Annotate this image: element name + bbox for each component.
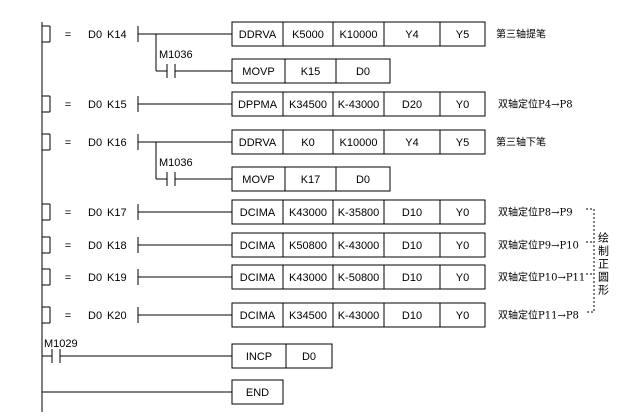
instruction-mnemonic: DCIMA: [240, 207, 276, 219]
instruction-operand: K0: [301, 137, 314, 149]
instruction-mnemonic: DCIMA: [240, 310, 276, 322]
instruction-operand: Y0: [456, 240, 469, 252]
instruction-cell: [439, 129, 486, 155]
instruction-operand: D20: [402, 99, 422, 111]
instruction-operand: K50800: [289, 240, 327, 252]
compare-operand-b: K15: [107, 99, 127, 111]
instruction-operand: K10000: [340, 137, 378, 149]
instruction-operand: D0: [302, 351, 316, 363]
instruction-operand: K-43000: [338, 99, 380, 111]
compare-operator: =: [65, 137, 71, 149]
compare-operand-b: K14: [107, 29, 127, 41]
instruction-operand: K10000: [340, 29, 378, 41]
instruction-cell: [439, 91, 486, 117]
compare-operator: =: [65, 240, 71, 252]
instruction-cell: [439, 21, 486, 47]
branch-instruction-cell: [335, 58, 391, 84]
instruction-mnemonic: DCIMA: [240, 240, 276, 252]
instruction-operand: K-50800: [338, 272, 380, 284]
instruction-cell: [231, 379, 284, 405]
instruction-operand: K43000: [289, 272, 327, 284]
compare-operand-a: D0: [88, 272, 102, 284]
instruction-cell: [439, 264, 486, 290]
compare-operand-b: K18: [107, 240, 127, 252]
instruction-mnemonic: DDRVA: [239, 29, 277, 41]
instruction-operand: D10: [402, 207, 422, 219]
group-bracket-label: 绘制正圆形: [597, 231, 610, 297]
compare-operator: =: [65, 272, 71, 284]
compare-operator: =: [65, 207, 71, 219]
rung-comment: 双轴定位P11→P8: [498, 309, 579, 322]
instruction-operand: Y0: [456, 272, 469, 284]
instruction-operand: Y4: [405, 29, 418, 41]
instruction-operand: Y4: [405, 137, 418, 149]
branch-instruction-operand: K17: [301, 174, 321, 186]
branch-instruction-mnemonic: MOVP: [242, 174, 274, 186]
instruction-operand: K-35800: [338, 207, 380, 219]
branch-instruction-operand: K15: [301, 66, 321, 78]
compare-operator: =: [65, 29, 71, 41]
instruction-mnemonic: DCIMA: [240, 272, 276, 284]
instruction-operand: D10: [402, 310, 422, 322]
instruction-cell: [285, 343, 333, 369]
compare-operand-b: K17: [107, 207, 127, 219]
instruction-operand: Y0: [456, 207, 469, 219]
instruction-cell: [439, 199, 486, 225]
compare-operand-a: D0: [88, 137, 102, 149]
branch-instruction-mnemonic: MOVP: [242, 66, 274, 78]
rung-comment: 第三轴下笔: [496, 136, 546, 149]
instruction-mnemonic: DDRVA: [239, 137, 277, 149]
instruction-operand: Y5: [456, 29, 469, 41]
instruction-mnemonic: INCP: [246, 351, 272, 363]
compare-operand-b: K19: [107, 272, 127, 284]
instruction-operand: K-43000: [338, 310, 380, 322]
compare-operand-a: D0: [88, 207, 102, 219]
compare-operand-a: D0: [88, 29, 102, 41]
rung-comment: 第三轴提笔: [496, 28, 546, 41]
rung-comment: 双轴定位P8→P9: [498, 206, 573, 219]
branch-contact-label: M1036: [159, 157, 193, 169]
compare-operand-b: K20: [107, 310, 127, 322]
rung-comment: 双轴定位P9→P10: [498, 239, 579, 252]
rung-comment: 双轴定位P4→P8: [498, 98, 573, 111]
instruction-operand: D10: [402, 240, 422, 252]
instruction-operand: Y0: [456, 310, 469, 322]
instruction-cell: [439, 232, 486, 258]
compare-operator: =: [65, 99, 71, 111]
instruction-operand: K34500: [289, 99, 327, 111]
compare-operand-a: D0: [88, 240, 102, 252]
instruction-cell: [439, 302, 486, 328]
compare-operand-a: D0: [88, 310, 102, 322]
rung-comment: 双轴定位P10→P11: [498, 271, 585, 284]
contact-label: M1029: [44, 338, 78, 350]
compare-operand-b: K16: [107, 137, 127, 149]
instruction-operand: K43000: [289, 207, 327, 219]
instruction-operand: K34500: [289, 310, 327, 322]
branch-contact-label: M1036: [159, 49, 193, 61]
group-bracket: [586, 208, 595, 313]
compare-operator: =: [65, 310, 71, 322]
branch-instruction-cell: [335, 166, 391, 192]
branch-instruction-operand: D0: [356, 174, 370, 186]
instruction-operand: Y0: [456, 99, 469, 111]
instruction-operand: D10: [402, 272, 422, 284]
instruction-mnemonic: END: [246, 387, 269, 399]
compare-operand-a: D0: [88, 99, 102, 111]
instruction-operand: K-43000: [338, 240, 380, 252]
branch-instruction-operand: D0: [356, 66, 370, 78]
instruction-mnemonic: DPPMA: [238, 99, 278, 111]
instruction-operand: K5000: [292, 29, 324, 41]
instruction-operand: Y5: [456, 137, 469, 149]
